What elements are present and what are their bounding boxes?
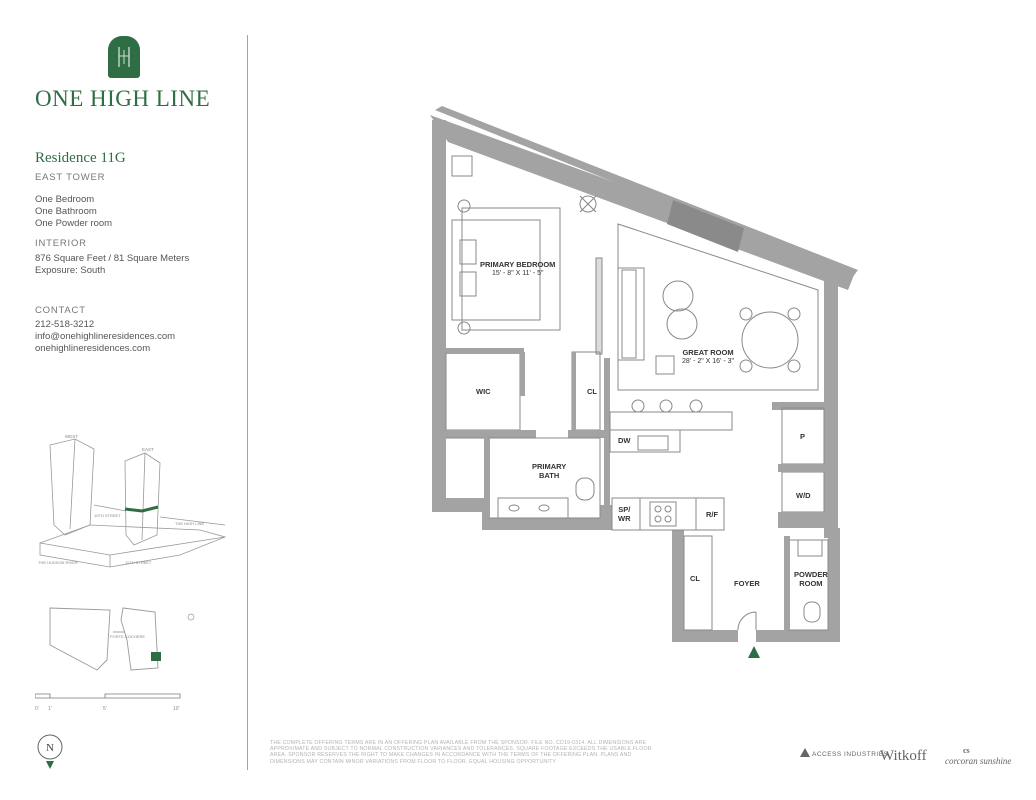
site-hudson-label: THE HUDSON RIVER xyxy=(38,560,78,565)
site-east-label: EAST xyxy=(142,447,154,452)
contact-email[interactable]: info@onehighlineresidences.com xyxy=(35,331,176,342)
primary-bedroom-dims: 15' - 8" X 11' - 5" xyxy=(491,270,544,277)
room-washer-dryer: W/D xyxy=(796,491,811,500)
compass-icon: N xyxy=(36,733,66,778)
site-highline-label: THE HIGH LINE xyxy=(175,521,204,526)
room-dishwasher: DW xyxy=(618,436,631,445)
room-great-room: GREAT ROOM 28' - 2" X 16' - 3" xyxy=(682,348,734,366)
partner-witkoff: Witkoff xyxy=(880,748,927,764)
scale-tick-1: 1' xyxy=(48,706,52,712)
room-closet-bedroom: CL xyxy=(587,387,597,396)
great-room-dims: 28' - 2" X 16' - 3" xyxy=(682,358,735,365)
room-foyer: FOYER xyxy=(734,579,760,588)
info-sidebar: ONE HIGH LINE Residence 11G EAST TOWER O… xyxy=(0,0,248,800)
exterior-walls xyxy=(430,106,858,642)
exposure: Exposure: South xyxy=(35,265,106,276)
contact-label: CONTACT xyxy=(35,305,86,316)
feature-bathroom: One Bathroom xyxy=(35,206,97,217)
interior-label: INTERIOR xyxy=(35,238,87,249)
primary-bedroom-name: PRIMARY BEDROOM xyxy=(480,260,556,269)
compass-label: N xyxy=(46,742,54,754)
site-11th-label: 11TH STREET xyxy=(125,560,152,565)
access-label: ACCESS INDUSTRIES xyxy=(812,751,889,758)
brand-name: ONE HIGH LINE xyxy=(35,86,211,111)
room-sp-wr: SP/ WR xyxy=(618,505,631,523)
room-primary-bath: PRIMARY BATH xyxy=(532,462,566,480)
powder-line1: POWDER xyxy=(794,570,828,579)
room-refrigerator: R/F xyxy=(706,510,719,519)
contact-website[interactable]: onehighlineresidences.com xyxy=(35,343,151,354)
residence-title: Residence 11G xyxy=(35,150,126,166)
great-room-name: GREAT ROOM xyxy=(682,348,734,357)
access-logo-icon xyxy=(800,748,810,757)
sp-wr-line1: SP/ xyxy=(618,505,631,514)
corcoran-label: corcoran sunshine xyxy=(945,756,1012,766)
site-plan: PORTE-COCHERE xyxy=(49,607,195,671)
partner-corcoran: cs corcoran sunshine xyxy=(945,746,1012,766)
scale-tick-0: 0' xyxy=(35,706,39,712)
tower-label: EAST TOWER xyxy=(35,172,106,183)
room-wic: WIC xyxy=(476,387,491,396)
interior-size: 876 Square Feet / 81 Square Meters xyxy=(35,253,190,264)
corcoran-logo-icon: cs xyxy=(963,746,970,755)
scale-tick-10: 10' xyxy=(173,706,180,712)
building-axonometric: WEST EAST 10TH STREET THE HIGH LINE THE … xyxy=(38,434,227,568)
room-closet-foyer: CL xyxy=(690,574,700,583)
site-west-label: WEST xyxy=(65,434,78,439)
site-10th-label: 10TH STREET xyxy=(94,513,121,518)
legal-disclaimer: THE COMPLETE OFFERING TERMS ARE IN AN OF… xyxy=(270,740,652,765)
room-powder-room: POWDER ROOM xyxy=(794,570,828,588)
logo-icon xyxy=(108,36,140,78)
partner-access-industries: ACCESS INDUSTRIES xyxy=(800,748,888,758)
contact-phone[interactable]: 212-518-3212 xyxy=(35,319,95,330)
room-pantry: P xyxy=(800,432,806,441)
powder-line2: ROOM xyxy=(799,579,823,588)
primary-bath-line2: BATH xyxy=(539,471,560,480)
feature-powder: One Powder room xyxy=(35,218,113,229)
feature-bedroom: One Bedroom xyxy=(35,194,95,205)
scale-tick-5: 5' xyxy=(103,706,107,712)
room-primary-bedroom: PRIMARY BEDROOM 15' - 8" X 11' - 5" xyxy=(480,260,555,278)
sidebar-divider xyxy=(247,35,248,770)
entry-marker xyxy=(748,646,760,658)
site-porte-cochere: PORTE-COCHERE xyxy=(110,634,145,639)
scale-bar: 0' 1' 5' 10' xyxy=(34,690,185,717)
sp-wr-line2: WR xyxy=(618,514,631,523)
primary-bath-line1: PRIMARY xyxy=(532,462,567,471)
